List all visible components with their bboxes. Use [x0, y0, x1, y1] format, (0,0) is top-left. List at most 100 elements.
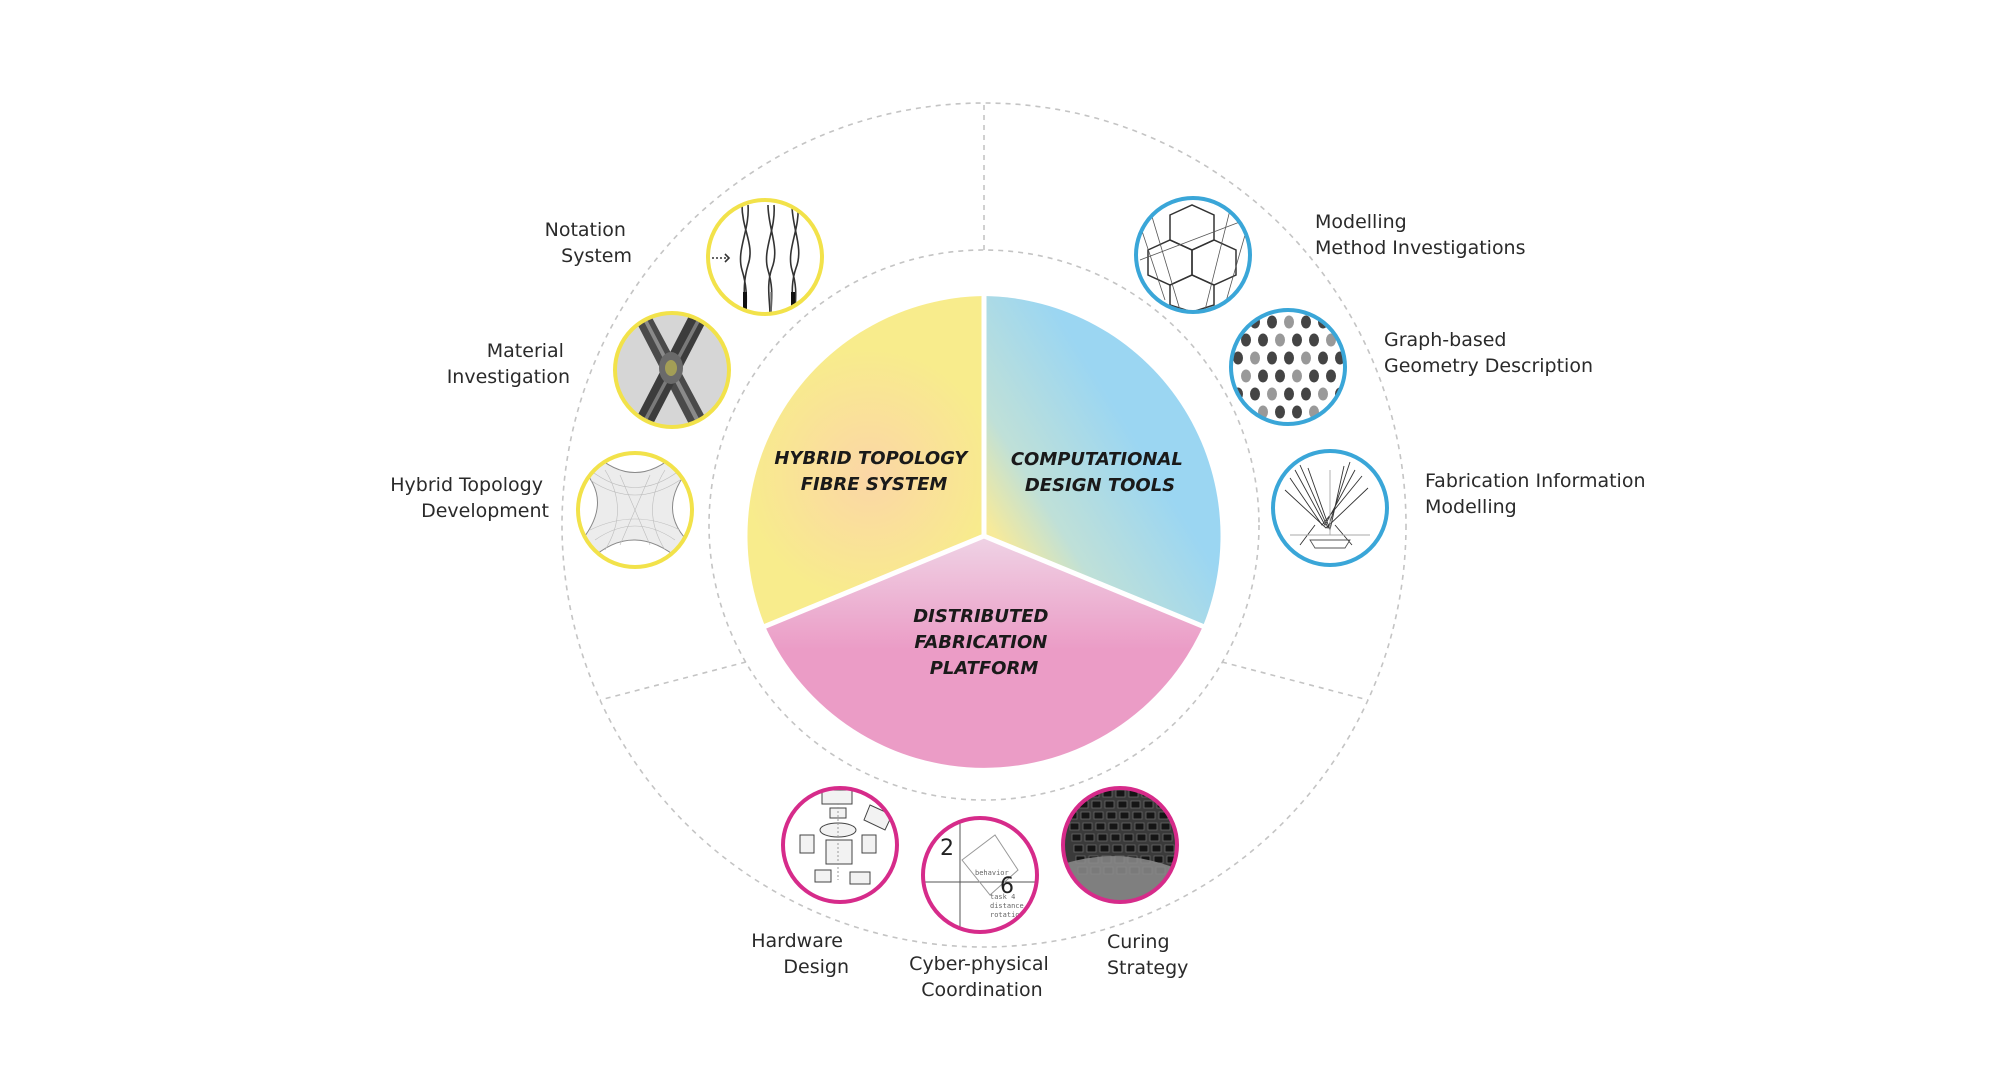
- sector-hybrid-topology: [747, 296, 984, 626]
- fabrication-information-node: Fabrication Information Modelling: [1271, 449, 1652, 567]
- label-notation-system: Notation System: [545, 219, 632, 267]
- label-material-investigation: Material Investigation: [447, 340, 570, 388]
- divider-lower-right: [1221, 661, 1369, 701]
- curing-grid-cell: [1084, 833, 1095, 842]
- cyber-physical-coordination-node: 2 6 behavior task 4 distance 5 rotation …: [909, 816, 1055, 1001]
- graph-node-dot: [1233, 315, 1243, 329]
- core-label-computational: COMPUTATIONAL DESIGN TOOLS: [1011, 449, 1189, 496]
- curing-grid-cell: [1073, 844, 1084, 853]
- crossed-fibre-photo-icon: [613, 311, 731, 429]
- graph-node-dot: [1267, 315, 1277, 329]
- curing-grid-cell: [1151, 844, 1162, 853]
- curing-grid-cell: [1169, 800, 1177, 809]
- sector-computational-design: [984, 296, 1221, 626]
- label-graph-based-geometry: Graph-based Geometry Description: [1384, 329, 1593, 377]
- graph-node-dot: [1292, 405, 1302, 419]
- graph-node-dot: [1241, 369, 1251, 383]
- curing-grid-cell: [1162, 833, 1173, 842]
- graph-node-dot: [1267, 387, 1277, 401]
- core-label-distributed: DISTRIBUTED FABRICATION PLATFORM: [913, 606, 1055, 679]
- graph-node-dot: [1267, 351, 1277, 365]
- hybrid-topology-development-node: Hybrid Topology Development: [390, 451, 694, 569]
- curing-grid-cell: [1123, 833, 1134, 842]
- outer-dashed-ring: [561, 102, 1407, 948]
- graph-node-dot: [1275, 405, 1285, 419]
- divider-lower-left: [599, 661, 747, 701]
- graph-node-dot: [1301, 351, 1311, 365]
- graph-based-geometry-node: Graph-based Geometry Description: [1229, 308, 1593, 426]
- curing-grid-cell: [1180, 856, 1189, 863]
- cyber-number-2: 2: [940, 836, 954, 861]
- graph-node-dot: [1258, 333, 1268, 347]
- cyber-number-6: 6: [1000, 874, 1014, 899]
- curing-grid-cell: [1182, 867, 1191, 874]
- curing-grid-cell: [1099, 844, 1110, 853]
- curing-grid-cell: [1104, 800, 1115, 809]
- graph-node-dot: [1309, 333, 1319, 347]
- label-fabrication-information: Fabrication Information Modelling: [1425, 470, 1652, 518]
- curing-grid-cell: [1138, 844, 1149, 853]
- curing-grid-cell: [1080, 811, 1091, 820]
- label-hybrid-topology-development: Hybrid Topology Development: [390, 474, 549, 522]
- graph-node-dot: [1258, 369, 1268, 383]
- curing-grid-cell: [1097, 833, 1108, 842]
- dashed-guides: [561, 102, 1407, 948]
- graph-node-dot: [1284, 351, 1294, 365]
- curing-grid-cell: [1091, 800, 1102, 809]
- graph-node-dot: [1233, 351, 1243, 365]
- graph-node-dot: [1275, 369, 1285, 383]
- graph-node-dot: [1284, 387, 1294, 401]
- graph-node-dot: [1318, 387, 1328, 401]
- modelling-method-node: Modelling Method Investigations: [1134, 196, 1526, 314]
- curing-grid-cell: [1117, 800, 1128, 809]
- curing-grid-cell: [1063, 789, 1074, 798]
- curing-grid-cell: [1164, 844, 1175, 853]
- graph-node-dot: [1301, 315, 1311, 329]
- curing-grid-cell: [1115, 789, 1126, 798]
- curing-grid-cell: [1154, 789, 1165, 798]
- inner-dashed-ring: [708, 249, 1260, 801]
- graph-node-dot: [1250, 387, 1260, 401]
- sector-distributed-fabrication: [765, 536, 1203, 768]
- notation-system-node: Notation System: [545, 198, 824, 316]
- graph-node-dot: [1292, 369, 1302, 383]
- curing-grid-cell: [1167, 789, 1177, 798]
- hexagonal-lattice-icon: [1134, 196, 1252, 314]
- curing-grid-cell: [1065, 800, 1076, 809]
- fibre-strands-icon: [706, 198, 824, 316]
- graph-node-pattern-icon: [1229, 308, 1347, 426]
- graph-node-dot: [1343, 405, 1345, 419]
- four-way-node-mesh-icon: [576, 451, 694, 569]
- graph-node-dot: [1335, 315, 1345, 329]
- curing-grid-cell: [1108, 822, 1119, 831]
- curing-grid-cell: [1121, 822, 1132, 831]
- curing-grid-cell: [1082, 822, 1093, 831]
- core-label-hybrid: HYBRID TOPOLOGY FIBRE SYSTEM: [774, 448, 973, 495]
- curing-grid-cell: [1134, 822, 1145, 831]
- fibre-bundle-model-icon: [1271, 449, 1389, 567]
- label-curing-strategy: Curing Strategy: [1107, 931, 1188, 979]
- material-investigation-node: Material Investigation: [447, 311, 731, 429]
- graph-node-dot: [1292, 333, 1302, 347]
- cyber-readout: behavior task 4 distance 5 rotation 78: [975, 869, 1036, 919]
- curing-grid-cell: [1076, 789, 1087, 798]
- curing-strategy-node: Curing Strategy: [1061, 786, 1191, 979]
- curing-grid-cell: [1147, 822, 1158, 831]
- curing-grid-cell: [1143, 800, 1154, 809]
- curing-grid-cell: [1178, 845, 1187, 852]
- label-hardware-design: Hardware Design: [751, 930, 849, 978]
- curing-grid-cell: [1125, 844, 1136, 853]
- graph-node-dot: [1241, 333, 1251, 347]
- curing-grid-cell: [1086, 844, 1097, 853]
- graph-node-dot: [1250, 351, 1260, 365]
- curing-grid-cell: [1130, 800, 1141, 809]
- curing-grid-cell: [1106, 811, 1117, 820]
- robot-coordination-icon: 2 6 behavior task 4 distance 5 rotation …: [921, 816, 1039, 934]
- curing-grid-cell: [1145, 811, 1156, 820]
- graph-node-dot: [1318, 351, 1328, 365]
- label-cyber-physical-coordination: Cyber-physical Coordination: [909, 953, 1055, 1001]
- graph-node-dot: [1301, 387, 1311, 401]
- label-modelling-method: Modelling Method Investigations: [1315, 211, 1526, 259]
- graph-node-dot: [1275, 333, 1285, 347]
- curing-grid-cell: [1149, 833, 1160, 842]
